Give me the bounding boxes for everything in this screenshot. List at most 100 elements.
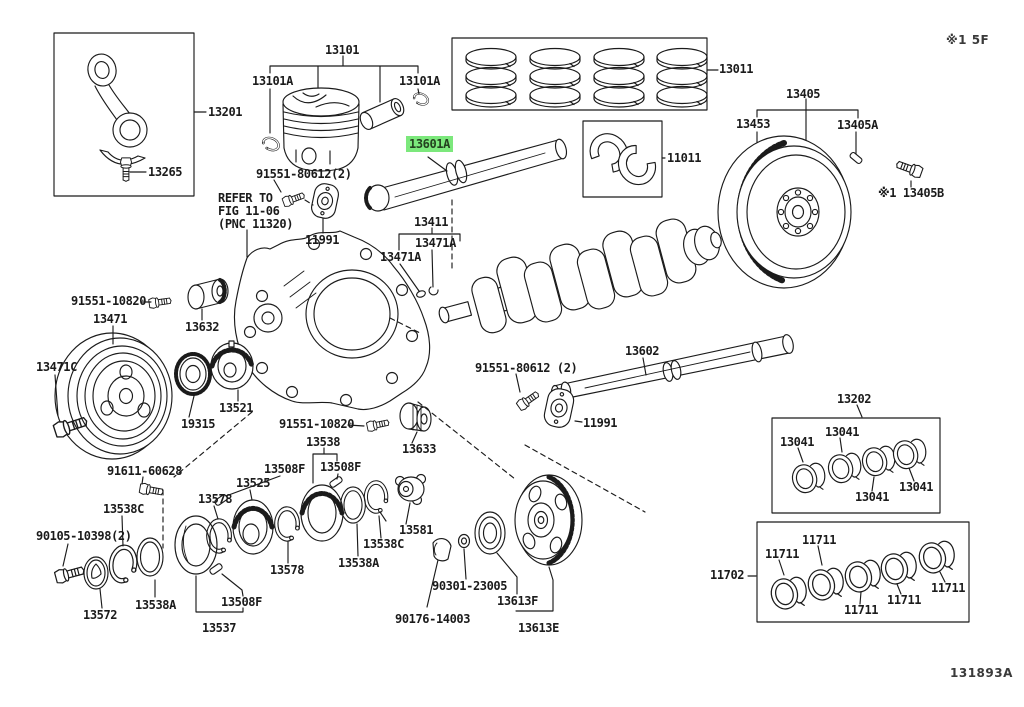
part-label-13633[interactable]: 13633 bbox=[402, 442, 437, 456]
seal-13537 bbox=[174, 515, 218, 575]
part-label-13405[interactable]: 13405 bbox=[786, 87, 821, 101]
part-label-13538A[interactable]: 13538A bbox=[338, 556, 379, 570]
figure-code: 131893A bbox=[950, 666, 1013, 680]
part-label-13411[interactable]: 13411 bbox=[414, 215, 449, 229]
gear-13521 bbox=[209, 340, 255, 390]
leader-lines bbox=[54, 69, 946, 613]
part-label-13265[interactable]: 13265 bbox=[148, 165, 183, 179]
part-label-13602[interactable]: 13602 bbox=[625, 344, 660, 358]
part-label-13011[interactable]: 13011 bbox=[719, 62, 754, 76]
snap-ring-tab bbox=[379, 511, 387, 522]
part-label-13041[interactable]: 13041 bbox=[855, 490, 890, 504]
part-label-13632[interactable]: 13632 bbox=[185, 320, 220, 334]
part-label-13538C[interactable]: 13538C bbox=[103, 502, 144, 516]
plug-90176 bbox=[432, 537, 452, 562]
part-label-13578[interactable]: 13578 bbox=[270, 563, 305, 577]
part-label-13601A[interactable]: 13601A bbox=[406, 136, 453, 152]
part-label-91551-806122[interactable]: 91551-80612 (2) bbox=[475, 361, 578, 375]
part-label-90301-23005[interactable]: 90301-23005 bbox=[432, 579, 508, 593]
part-label-13538A[interactable]: 13538A bbox=[135, 598, 176, 612]
part-label-11711[interactable]: 11711 bbox=[844, 603, 879, 617]
crank-pulley-group bbox=[52, 278, 255, 499]
timing-cover bbox=[233, 230, 431, 411]
part-label-13471C[interactable]: 13471C bbox=[36, 360, 77, 374]
gear-13632 bbox=[187, 278, 229, 310]
part-label-11991[interactable]: 11991 bbox=[305, 233, 340, 247]
part-label-13453[interactable]: 13453 bbox=[736, 117, 771, 131]
part-label-11711[interactable]: 11711 bbox=[765, 547, 800, 561]
part-label-13508F[interactable]: 13508F bbox=[320, 460, 361, 474]
part-label-13101A[interactable]: 13101A bbox=[252, 74, 293, 88]
part-label-13101A[interactable]: 13101A bbox=[399, 74, 440, 88]
part-label-90176-14003[interactable]: 90176-14003 bbox=[395, 612, 471, 626]
note-refer-line2: FIG 11-06 bbox=[218, 204, 280, 218]
part-label-13471[interactable]: 13471 bbox=[93, 312, 128, 326]
part-label-19315[interactable]: 19315 bbox=[181, 417, 216, 431]
part-label-13471A[interactable]: 13471A bbox=[415, 236, 456, 250]
part-label-11011[interactable]: 11011 bbox=[667, 151, 702, 165]
part-label-13613F[interactable]: 13613F bbox=[497, 594, 538, 608]
part-label-13521[interactable]: 13521 bbox=[219, 401, 254, 415]
part-label-13572[interactable]: 13572 bbox=[83, 608, 118, 622]
balance-shaft-1 bbox=[364, 138, 568, 212]
oring-90301 bbox=[457, 533, 471, 549]
part-label-113405B[interactable]: ※1 13405B bbox=[878, 186, 944, 200]
retainer-11991-lower bbox=[543, 388, 575, 428]
part-label-13538C[interactable]: 13538C bbox=[363, 537, 404, 551]
note-refer-line3: (PNC 11320) bbox=[218, 217, 294, 231]
part-label-13578[interactable]: 13578 bbox=[198, 492, 233, 506]
part-label-13537[interactable]: 13537 bbox=[202, 621, 237, 635]
part-label-91551-10820[interactable]: 91551-10820 bbox=[71, 294, 147, 308]
part-label-13041[interactable]: 13041 bbox=[825, 425, 860, 439]
part-label-13405A[interactable]: 13405A bbox=[837, 118, 878, 132]
part-label-11711[interactable]: 11711 bbox=[887, 593, 922, 607]
crank-key-clip bbox=[428, 286, 439, 296]
oil-seal-13613F bbox=[474, 511, 506, 555]
part-label-13508F[interactable]: 13508F bbox=[264, 462, 305, 476]
connecting-rod bbox=[87, 53, 148, 182]
thrust-washers bbox=[589, 133, 657, 186]
connecting-rod-box bbox=[53, 32, 195, 197]
thrust-washer-box bbox=[582, 120, 663, 198]
part-label-11702[interactable]: 11702 bbox=[710, 568, 745, 582]
part-label-11991[interactable]: 11991 bbox=[583, 416, 618, 430]
part-label-91551-806122[interactable]: 91551-80612(2) bbox=[256, 167, 352, 181]
retainer-11991-upper bbox=[281, 183, 339, 219]
sheet-note: ※1 5F bbox=[946, 33, 990, 47]
rod-bearings-box bbox=[756, 521, 970, 623]
part-label-13201[interactable]: 13201 bbox=[208, 105, 243, 119]
timing-pulley-13613E bbox=[514, 474, 583, 566]
part-label-13613E[interactable]: 13613E bbox=[518, 621, 559, 635]
pump-13581 bbox=[394, 473, 427, 506]
part-label-11711[interactable]: 11711 bbox=[931, 581, 966, 595]
part-label-13041[interactable]: 13041 bbox=[780, 435, 815, 449]
part-label-13101[interactable]: 13101 bbox=[325, 43, 360, 57]
gear-13633 bbox=[399, 402, 432, 432]
note-refer-line1: REFER TO bbox=[218, 191, 273, 205]
gear-13538 bbox=[299, 484, 345, 542]
group-boxes bbox=[53, 32, 970, 623]
piston-assembly bbox=[259, 55, 432, 172]
balance-shaft-2 bbox=[515, 334, 794, 428]
part-label-13471A[interactable]: 13471A bbox=[380, 250, 421, 264]
part-label-13508F[interactable]: 13508F bbox=[221, 595, 262, 609]
part-label-13202[interactable]: 13202 bbox=[837, 392, 872, 406]
part-label-11711[interactable]: 11711 bbox=[802, 533, 837, 547]
assembly-dashed-lines bbox=[162, 199, 646, 549]
piston-pin bbox=[359, 97, 405, 131]
part-label-13525[interactable]: 13525 bbox=[236, 476, 271, 490]
crank-bearings-box bbox=[771, 417, 941, 514]
washer-13572 bbox=[83, 556, 109, 590]
flywheel bbox=[717, 98, 925, 289]
part-label-91611-60628[interactable]: 91611-60628 bbox=[107, 464, 183, 478]
part-label-90105-103982[interactable]: 90105-10398(2) bbox=[36, 529, 132, 543]
gear-13525 bbox=[231, 499, 275, 555]
part-label-91551-10820[interactable]: 91551-10820 bbox=[279, 417, 355, 431]
part-label-13581[interactable]: 13581 bbox=[399, 523, 434, 537]
sensor-plate-19315 bbox=[174, 352, 212, 396]
part-label-13041[interactable]: 13041 bbox=[899, 480, 934, 494]
part-label-13538[interactable]: 13538 bbox=[306, 435, 341, 449]
